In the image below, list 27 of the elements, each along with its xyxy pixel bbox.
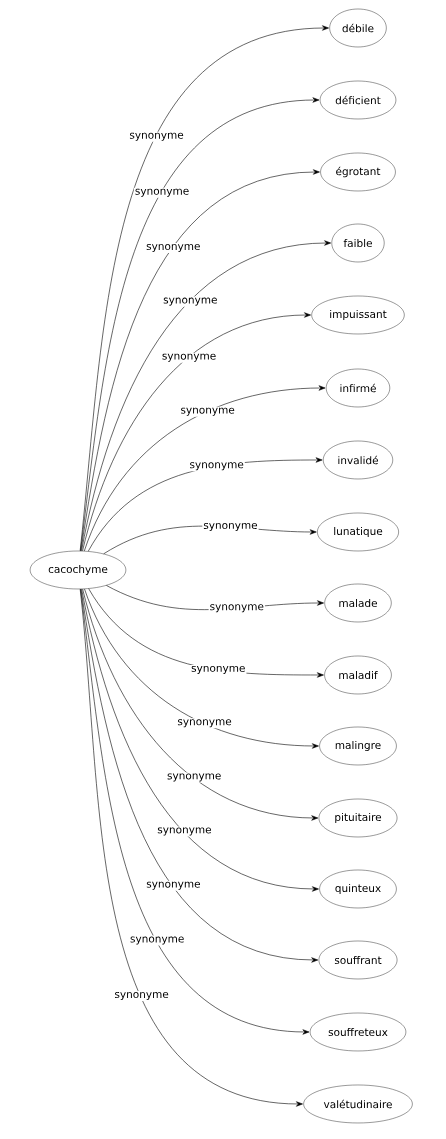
edge-label: synonyme — [113, 991, 170, 1002]
edge-label: synonyme — [202, 522, 259, 533]
edge-label: synonyme — [179, 406, 236, 417]
arrow — [82, 312, 311, 552]
edge-label: synonyme — [128, 131, 185, 142]
edge-label: synonyme — [166, 772, 223, 783]
edge-label: synonyme — [145, 880, 202, 891]
edge-label: synonyme — [208, 603, 265, 614]
arrow — [79, 588, 303, 1107]
edge-label: synonyme — [190, 664, 247, 675]
edge-label: synonyme — [176, 718, 233, 729]
edge-label: synonyme — [145, 243, 202, 254]
edge-label: synonyme — [133, 187, 191, 198]
arrow — [84, 588, 319, 749]
arrow — [80, 588, 319, 963]
edge-label: synonyme — [162, 296, 219, 307]
arrow — [84, 385, 326, 552]
arrow — [80, 169, 320, 552]
edge-label: synonyme — [160, 352, 218, 363]
arrow — [81, 588, 319, 892]
arrow — [79, 25, 329, 552]
arrow — [82, 588, 319, 821]
arrow — [81, 240, 332, 552]
edge-label: synonyme — [129, 935, 186, 946]
edge-label: synonyme — [156, 826, 213, 837]
edge-label: synonyme — [188, 461, 245, 472]
arrow — [80, 97, 320, 552]
